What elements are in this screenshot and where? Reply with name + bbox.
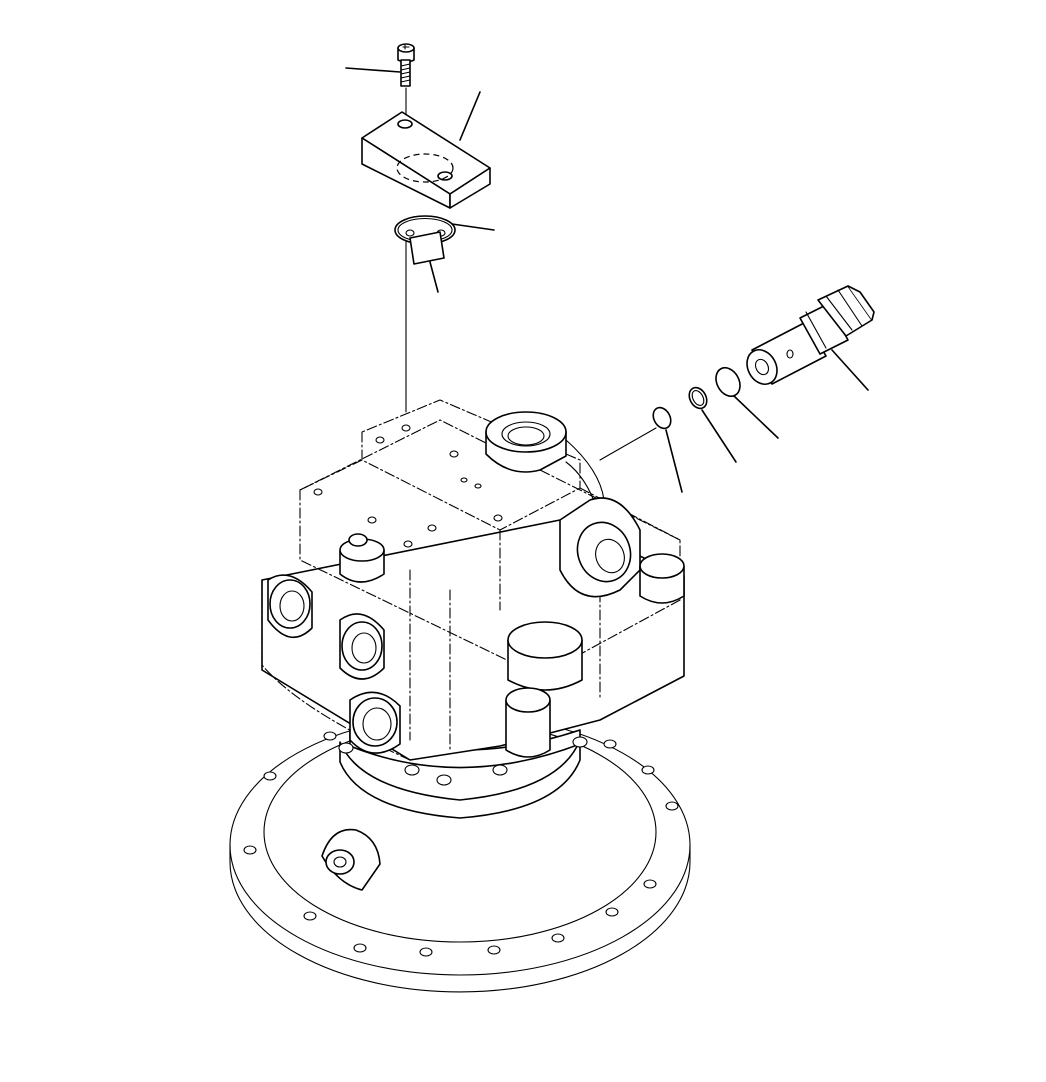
top-port-boss: [485, 411, 605, 521]
cover-block-icon: [361, 91, 491, 209]
leader-line-oring-top: [451, 223, 495, 231]
leader-line-oring-small: [665, 429, 683, 493]
leader-line-cover: [459, 91, 481, 141]
o-ring-small-icon: [652, 406, 683, 493]
flange-bolt-holes: [243, 731, 679, 957]
left-port-fittings: [267, 574, 401, 754]
tag-icon: [409, 231, 445, 293]
backup-ring-icon: [688, 386, 737, 463]
valve-body-bolts: [313, 424, 503, 548]
leader-line-backup-ring: [701, 409, 737, 463]
valve-axis: [599, 427, 657, 461]
relief-valve-icon: [746, 285, 875, 391]
cap-screw-icon: [345, 43, 415, 87]
leader-line-oring-large: [733, 395, 779, 439]
leader-line-tag: [429, 261, 439, 293]
valve-port-boss: [559, 497, 641, 598]
housing-bolts: [338, 736, 588, 786]
top-plug: [339, 533, 385, 583]
leader-line-valve: [831, 349, 869, 391]
o-ring-large-icon: [715, 366, 779, 439]
leader-line-bolt: [345, 67, 401, 73]
swing-motor-icon: [229, 399, 691, 993]
cylinder-caps: [505, 553, 685, 758]
